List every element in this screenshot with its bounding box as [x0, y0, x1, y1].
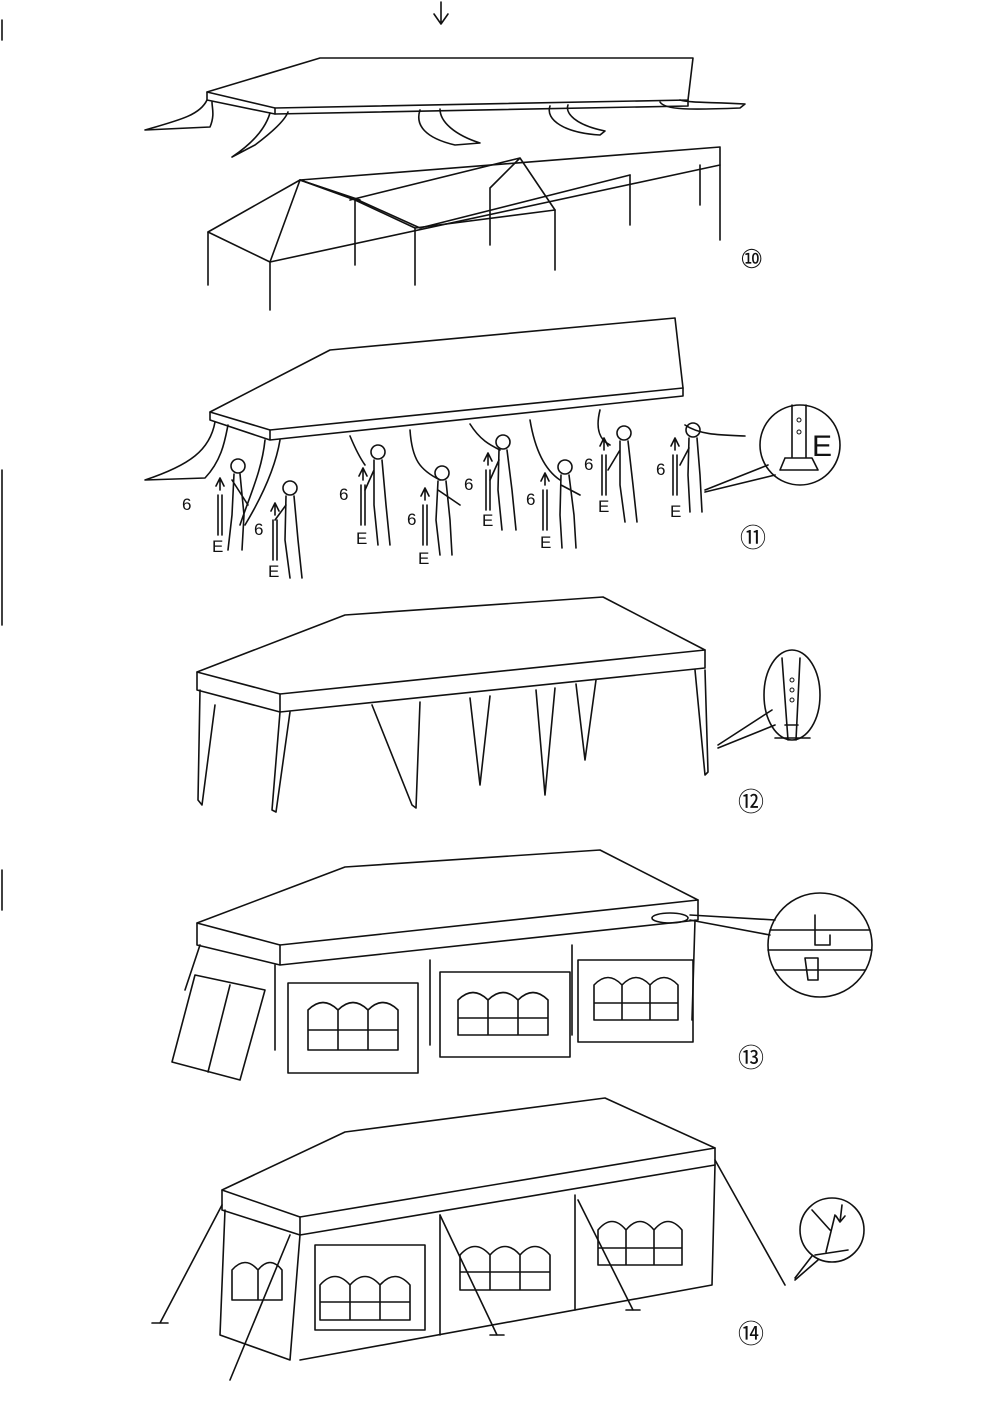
svg-text:6: 6: [584, 455, 593, 474]
step-11-people: 6 E 6 E 6 E 6 E 6 E 6 E 6 E 6 E: [182, 422, 703, 581]
svg-text:E: E: [670, 502, 681, 521]
step-10-frame: [207, 146, 721, 311]
svg-text:E: E: [812, 430, 832, 463]
svg-text:6: 6: [464, 475, 473, 494]
step-13-tent: [171, 849, 699, 1081]
svg-text:E: E: [212, 537, 223, 556]
svg-text:E: E: [540, 533, 551, 552]
step-11-labels: 6 E 6 E 6 E 6 E 6 E 6 E 6 E 6 E: [182, 455, 681, 581]
step-11-poles: [215, 437, 680, 561]
step-number-12: ⑫: [738, 788, 764, 818]
step-13-callout: [689, 892, 873, 998]
step-number-14: ⑭: [738, 1320, 764, 1350]
window-panels: [287, 959, 694, 1074]
step-14-callout: [794, 1197, 865, 1281]
svg-text:6: 6: [182, 495, 191, 514]
step-10-canopy: [144, 1, 746, 158]
svg-text:6: 6: [656, 460, 665, 479]
svg-text:6: 6: [339, 485, 348, 504]
svg-text:6: 6: [526, 490, 535, 509]
svg-text:E: E: [482, 511, 493, 530]
step-number-13: ⑬: [738, 1044, 764, 1074]
step-12-tent: [196, 596, 709, 813]
svg-text:6: 6: [407, 510, 416, 529]
svg-text:E: E: [418, 549, 429, 568]
svg-text:E: E: [598, 497, 609, 516]
step-11-canopy: [144, 317, 746, 526]
step-number-11: ⑪: [740, 524, 766, 554]
step-11-callout: E: [704, 404, 841, 493]
svg-text:E: E: [356, 529, 367, 548]
svg-text:6: 6: [254, 520, 263, 539]
svg-text:E: E: [268, 562, 279, 581]
step-12-callout: [717, 649, 821, 749]
step-number-10: ⑩: [740, 245, 763, 275]
step-14-tent: [151, 1097, 786, 1381]
